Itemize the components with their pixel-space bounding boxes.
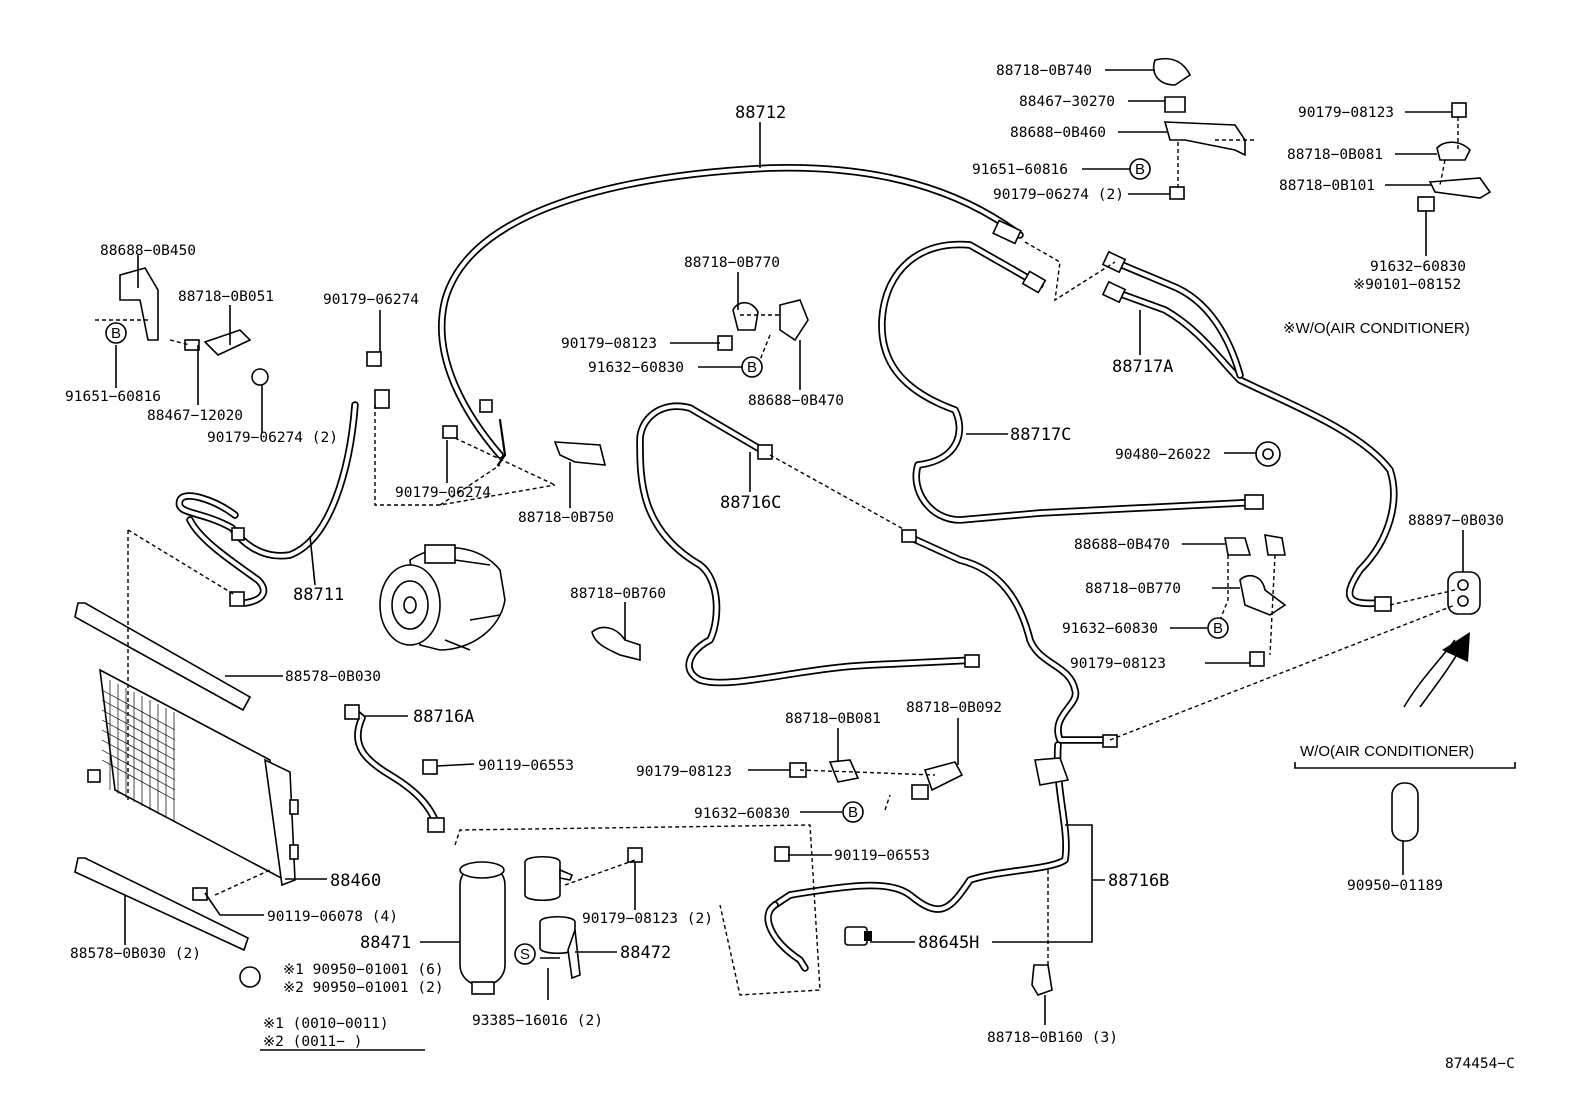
plug-90950-01189	[1391, 782, 1419, 842]
dashed-guides	[95, 117, 1459, 996]
label-91651-60816-tr: 91651−60816	[972, 162, 1068, 178]
label-88467-30270: 88467−30270	[1019, 94, 1115, 110]
label-90119-06553-m: 90119−06553	[834, 848, 930, 864]
label-90179-08123-m: 90179−08123	[636, 764, 732, 780]
label-90950-01001-2: ※2 90950−01001 (2)	[283, 980, 444, 996]
hose-88716B	[764, 531, 1114, 972]
label-91651-60816-l: 91651−60816	[65, 389, 161, 405]
label-90950-01189: 90950−01189	[1347, 878, 1443, 894]
hose-88717A	[1106, 258, 1398, 608]
bracket-88472	[524, 855, 581, 980]
grommet-88897	[1447, 571, 1481, 615]
label-90179-08123-t: 90179−08123	[561, 336, 657, 352]
label-88688-0b450: 88688−0B450	[100, 243, 196, 259]
drawing-number: 874454−C	[1445, 1056, 1515, 1072]
ref-markers: B B B B B S	[105, 158, 1229, 965]
small-hardware	[119, 57, 1492, 996]
label-88717c: 88717C	[1010, 425, 1071, 445]
label-88718-0b770-t: 88718−0B770	[684, 255, 780, 271]
label-88718-0b081-m: 88718−0B081	[785, 711, 881, 727]
label-90119-06078: 90119−06078 (4)	[267, 909, 398, 925]
label-90101-08152: ※90101−08152	[1353, 277, 1461, 293]
label-88467-12020: 88467−12020	[147, 408, 243, 424]
ref-b-1: B	[1135, 161, 1145, 178]
ref-b-5: B	[848, 804, 858, 821]
part-labels: 88718−0B740 88467−30270 88688−0B460 9165…	[65, 63, 1515, 1072]
label-wo-ac: W/O(AIR CONDITIONER)	[1300, 743, 1474, 760]
grommet-90480	[1255, 441, 1281, 467]
label-88718-0b081-tr: 88718−0B081	[1287, 147, 1383, 163]
hose-88717C	[878, 240, 1264, 524]
hose-88716A	[351, 708, 441, 829]
label-range-2: ※2 (0011− )	[263, 1034, 362, 1050]
label-90950-01001-1: ※1 90950−01001 (6)	[283, 962, 444, 978]
label-88716b: 88716B	[1108, 871, 1169, 891]
label-88472: 88472	[620, 943, 671, 963]
label-88717a: 88717A	[1112, 357, 1173, 377]
receiver-drier	[459, 861, 506, 995]
seal-strip-upper	[74, 602, 252, 712]
seal-strip-lower	[74, 857, 249, 952]
label-90179-08123-2: 90179−08123 (2)	[582, 911, 713, 927]
label-91632-60830-t: 91632−60830	[588, 360, 684, 376]
label-90179-08123-r: 90179−08123	[1070, 656, 1166, 672]
label-90119-06553-l: 90119−06553	[478, 758, 574, 774]
label-90179-06274-m: 90179−06274	[395, 485, 491, 501]
label-88897-0b030: 88897−0B030	[1408, 513, 1504, 529]
label-90179-06274-2-l: 90179−06274 (2)	[207, 430, 338, 446]
label-88718-0b051: 88718−0B051	[178, 289, 274, 305]
ref-s: S	[520, 946, 530, 963]
label-88688-0b470-t: 88688−0B470	[748, 393, 844, 409]
compressor	[379, 544, 506, 651]
label-88711: 88711	[293, 585, 344, 605]
label-range-1: ※1 (0010−0011)	[263, 1016, 389, 1032]
label-91632-60830-m: 91632−60830	[694, 806, 790, 822]
ref-b-3: B	[747, 359, 757, 376]
label-90480-26022: 90480−26022	[1115, 447, 1211, 463]
ref-b-4: B	[1213, 620, 1223, 637]
label-wo-ac-note: ※W/O(AIR CONDITIONER)	[1283, 320, 1470, 337]
label-88718-0b160: 88718−0B160 (3)	[987, 1030, 1118, 1046]
label-88578-0b030-2: 88578−0B030 (2)	[70, 946, 201, 962]
label-93385-16016: 93385−16016 (2)	[472, 1013, 603, 1029]
label-88718-0b092: 88718−0B092	[906, 700, 1002, 716]
hose-88712	[438, 164, 1024, 467]
label-91632-60830-tr: 91632−60830	[1370, 259, 1466, 275]
label-91632-60830-r: 91632−60830	[1062, 621, 1158, 637]
label-88688-0b470-r: 88688−0B470	[1074, 537, 1170, 553]
label-88688-0b460: 88688−0B460	[1010, 125, 1106, 141]
label-90179-06274-2-tr: 90179−06274 (2)	[993, 187, 1124, 203]
label-88718-0b740: 88718−0B740	[996, 63, 1092, 79]
ref-b-2: B	[111, 325, 121, 342]
label-88471: 88471	[360, 933, 411, 953]
label-88718-0b760: 88718−0B760	[570, 586, 666, 602]
label-88645h: 88645H	[918, 933, 979, 953]
label-88578-0b030: 88578−0B030	[285, 669, 381, 685]
label-88460: 88460	[330, 871, 381, 891]
hose-88716C	[636, 402, 979, 687]
label-88718-0b770-r: 88718−0B770	[1085, 581, 1181, 597]
condenser	[87, 668, 299, 887]
label-90179-06274-top: 90179−06274	[323, 292, 419, 308]
label-90179-08123-tr: 90179−08123	[1298, 105, 1394, 121]
leader-lines	[115, 69, 1516, 1051]
label-88716c: 88716C	[720, 493, 781, 513]
label-88718-0b750: 88718−0B750	[518, 510, 614, 526]
label-88712: 88712	[735, 103, 786, 123]
pressure-switch	[844, 926, 872, 946]
label-88718-0b101: 88718−0B101	[1279, 178, 1375, 194]
cap-90950-01001	[239, 966, 261, 988]
label-88716a: 88716A	[413, 707, 474, 727]
